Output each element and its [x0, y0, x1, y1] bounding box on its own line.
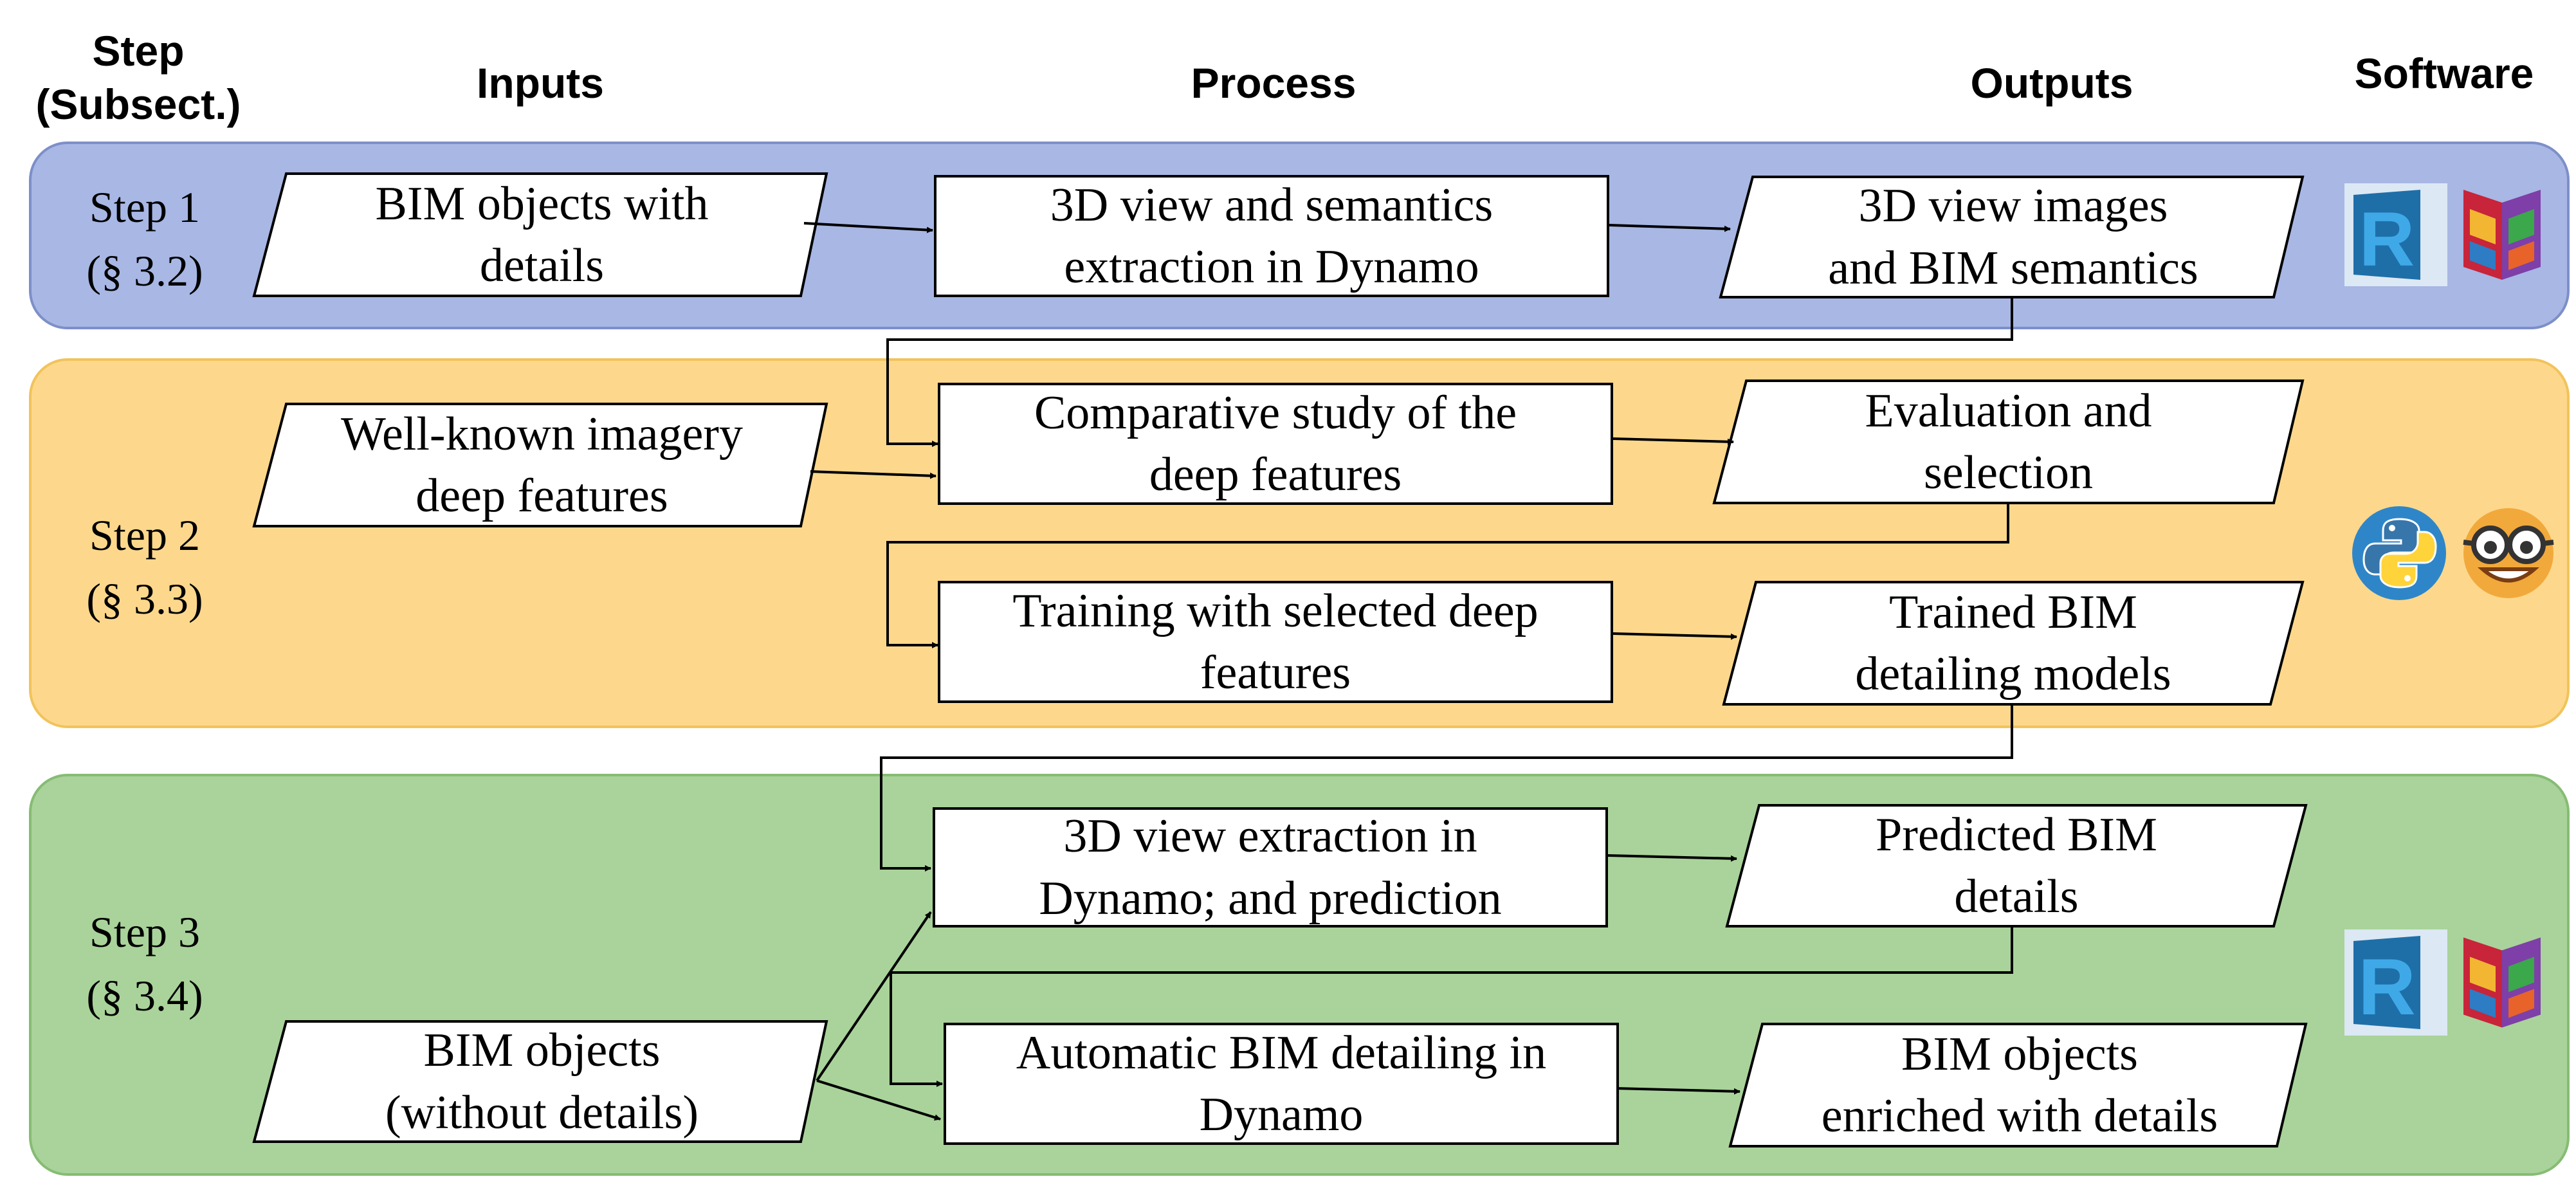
- output-2-shape: [1712, 379, 2305, 504]
- output-5-line1: BIM objects: [1901, 1027, 2138, 1081]
- revit-logo-icon: R: [2344, 929, 2447, 1036]
- arrow-output3-to-process4: [880, 704, 2013, 872]
- process-5-box: Automatic BIM detailing in Dynamo: [944, 1023, 1619, 1145]
- input-3-shape: [252, 1020, 828, 1143]
- arrow-input2-to-process2: [810, 470, 936, 479]
- step-2-title: Step 2: [89, 511, 200, 560]
- input-1-line2: details: [479, 239, 605, 292]
- step-1-title: Step 1: [89, 183, 200, 232]
- step-3-title: Step 3: [89, 908, 200, 956]
- header-step: Step (Subsect.): [35, 27, 241, 128]
- process-3-line1: Training with selected deep: [1012, 584, 1539, 637]
- arrow-output2-to-process3: [886, 503, 2009, 648]
- input-1-text: BIM objects with details: [270, 174, 814, 296]
- header-process: Process: [1191, 59, 1357, 107]
- output-2-text: Evaluation and selection: [1730, 381, 2287, 503]
- output-4-shape: [1725, 804, 2308, 928]
- header-inputs: Inputs: [477, 59, 604, 107]
- header-outputs: Outputs: [1970, 59, 2133, 107]
- arrow-process2-to-output2: [1612, 437, 1734, 445]
- process-4-box: 3D view extraction in Dynamo; and predict…: [933, 807, 1608, 928]
- output-5-shape: [1728, 1023, 2308, 1147]
- process-2-line2: deep features: [1149, 448, 1402, 501]
- arrow-input1-to-process1: [803, 222, 933, 233]
- output-5-text: BIM objects enriched with details: [1746, 1024, 2293, 1146]
- process-4-line1: 3D view extraction in: [1063, 810, 1477, 863]
- revit-logo-icon: R: [2344, 183, 2447, 286]
- input-3-line2: (without details): [385, 1086, 699, 1139]
- arrow-output1-to-process2: [886, 297, 2013, 447]
- input-3-line1: BIM objects: [423, 1024, 661, 1077]
- arrow-process1-to-output1: [1609, 224, 1731, 232]
- step-3-subsection: (§ 3.4): [86, 971, 203, 1020]
- output-3-line1: Trained BIM: [1889, 585, 2137, 639]
- output-1-shape: [1719, 176, 2305, 298]
- input-2-shape: [252, 403, 828, 527]
- arrow-process5-to-output5: [1614, 1087, 1740, 1095]
- process-1-line1: 3D view and semantics: [1050, 178, 1494, 232]
- output-4-text: Predicted BIM details: [1743, 805, 2290, 926]
- step-1-subsection: (§ 3.2): [86, 246, 203, 295]
- process-4-line2: Dynamo; and prediction: [1039, 872, 1502, 925]
- svg-text:R: R: [2359, 196, 2415, 282]
- arrow-process4-to-output4: [1607, 854, 1737, 862]
- output-1-line2: and BIM semantics: [1828, 241, 2198, 295]
- output-3-shape: [1722, 581, 2305, 706]
- input-1-line1: BIM objects with: [375, 177, 709, 230]
- arrow-input3-to-process4: [816, 911, 932, 1082]
- step-2-label: Step 2 (§ 3.3): [35, 504, 254, 630]
- dynamo-logo-icon: [2463, 937, 2541, 1028]
- arrow-input3-to-process5: [816, 1079, 941, 1121]
- output-3-line2: detailing models: [1855, 648, 2171, 700]
- dynamo-logo-icon: [2463, 190, 2541, 280]
- input-2-text: Well-known imagery deep features: [270, 404, 814, 526]
- process-5-line2: Dynamo: [1199, 1088, 1364, 1141]
- output-4-line2: details: [1954, 870, 2079, 923]
- arrow-process3-to-output3: [1612, 632, 1737, 640]
- process-2-line1: Comparative study of the: [1034, 386, 1517, 439]
- output-2-line2: selection: [1923, 446, 2093, 499]
- svg-text:R: R: [2358, 943, 2416, 1032]
- python-logo-icon: [2352, 506, 2446, 600]
- process-3-line2: features: [1200, 646, 1351, 699]
- input-2-line2: deep features: [416, 470, 668, 522]
- process-2-box: Comparative study of the deep features: [938, 383, 1613, 505]
- step-3-label: Step 3 (§ 3.4): [35, 900, 254, 1027]
- input-3-text: BIM objects (without details): [270, 1021, 814, 1142]
- header-software: Software: [2354, 50, 2534, 97]
- output-5-line2: enriched with details: [1821, 1090, 2218, 1142]
- output-2-line1: Evaluation and: [1865, 384, 2152, 437]
- output-4-line1: Predicted BIM: [1876, 808, 2157, 861]
- step-2-subsection: (§ 3.3): [86, 574, 203, 623]
- step-1-label: Step 1 (§ 3.2): [35, 176, 254, 302]
- output-1-text: 3D view images and BIM semantics: [1737, 177, 2290, 297]
- input-1-shape: [252, 172, 828, 297]
- input-2-line1: Well-known imagery: [341, 407, 743, 461]
- process-1-box: 3D view and semantics extraction in Dynam…: [934, 175, 1609, 297]
- nerd-emoji-icon: [2463, 508, 2554, 598]
- process-5-line1: Automatic BIM detailing in: [1016, 1026, 1547, 1079]
- process-3-box: Training with selected deep features: [938, 581, 1613, 703]
- process-1-line2: extraction in Dynamo: [1064, 241, 1479, 293]
- output-1-line1: 3D view images: [1858, 179, 2168, 233]
- output-3-text: Trained BIM detailing models: [1740, 582, 2287, 704]
